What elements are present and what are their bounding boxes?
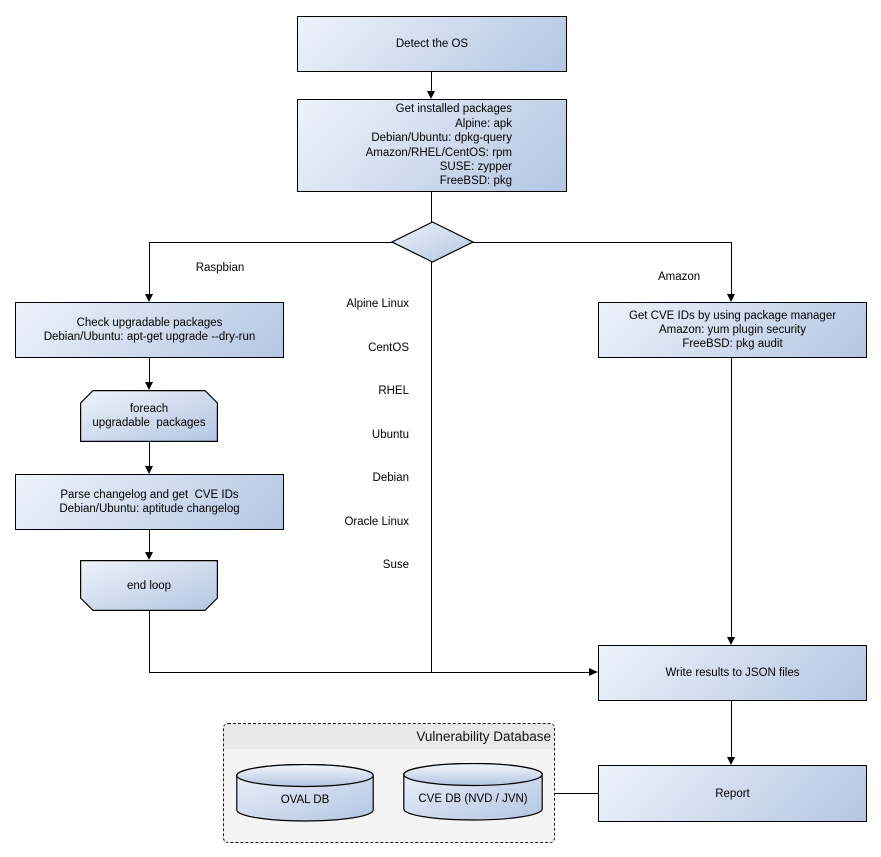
connector-left-down (149, 242, 150, 295)
node-line: FreeBSD: pkg (439, 175, 512, 188)
cylinder-cve-db: CVE DB (NVD / JVN) (403, 763, 543, 821)
connector-getcve-to-write (731, 358, 732, 638)
os-list-item: Debian (372, 472, 409, 484)
node-line: Alpine: apk (455, 117, 512, 130)
cylinder-oval-db-label: OVAL DB (280, 794, 330, 806)
os-list-item: Alpine Linux (346, 298, 409, 310)
arrowhead-into-check-upgradable (145, 294, 153, 302)
node-line: foreach (129, 403, 169, 415)
arrowhead-into-endloop (145, 552, 153, 560)
node-get-cve-ids: Get CVE IDs by using package manager Ama… (598, 302, 867, 358)
branch-label-os-list: Alpine Linux CentOS RHEL Ubuntu Debian O… (309, 268, 409, 602)
node-report-label: Report (715, 787, 750, 800)
arrowhead-into-get-cve-ids (727, 294, 735, 302)
node-detect-os: Detect the OS (297, 16, 567, 72)
node-write-results: Write results to JSON files (598, 645, 867, 701)
node-check-upgradable: Check upgradable packages Debian/Ubuntu:… (15, 302, 284, 358)
os-list-item: CentOS (368, 341, 409, 354)
arrowhead-into-write-results (589, 668, 598, 676)
node-line: upgradable packages (92, 417, 206, 429)
os-list-item: Suse (382, 559, 409, 571)
connector-right-down (731, 242, 732, 295)
cylinder-cve-db-label: CVE DB (NVD / JVN) (418, 793, 528, 805)
connector-installed-to-decision (431, 192, 432, 222)
os-list-item: RHEL (378, 385, 409, 397)
arrowhead-into-parse (145, 466, 153, 474)
branch-label-line: Amazon (658, 271, 701, 283)
node-line: Debian/Ubuntu: aptitude changelog (59, 503, 240, 515)
connector-write-to-report (731, 701, 732, 758)
node-line: Parse changelog and get CVE IDs (60, 489, 239, 501)
node-foreach-label: foreach upgradable packages (80, 390, 218, 442)
node-line: Check upgradable packages (76, 317, 223, 329)
node-parse-changelog: Parse changelog and get CVE IDs Debian/U… (15, 474, 284, 530)
arrowhead-into-installed (427, 91, 435, 99)
node-report: Report (598, 765, 867, 822)
node-line: Get installed packages (395, 103, 512, 116)
connector-decision-middle-down (431, 262, 432, 673)
node-line: SUSE: zypper (439, 160, 512, 173)
connector-parse-to-endloop (149, 530, 150, 553)
os-list-item: Oracle Linux (344, 515, 409, 528)
node-end-loop: end loop (80, 560, 218, 611)
node-line: end loop (126, 579, 172, 592)
connector-db-to-report (554, 793, 598, 794)
vulnerability-database-title: Vulnerability Database (224, 724, 554, 749)
connector-endloop-down (149, 611, 150, 673)
node-line: FreeBSD: pkg audit (682, 338, 783, 350)
node-line: Debian/Ubuntu: dpkg-query (371, 132, 512, 145)
node-detect-os-label: Detect the OS (395, 38, 469, 50)
connector-collector-horizontal (149, 672, 590, 673)
node-line: Get CVE IDs by using package manager (628, 310, 837, 322)
node-line: Debian/Ubuntu: apt-get upgrade --dry-run (43, 331, 256, 343)
connector-decision-left (149, 242, 392, 243)
node-line: Amazon: yum plugin security (658, 324, 806, 336)
node-foreach-loop-start: foreach upgradable packages (80, 390, 218, 442)
decision-diamond (390, 220, 475, 264)
connector-check-to-foreach (149, 358, 150, 383)
node-get-installed-packages: Get installed packages Alpine: apk Debia… (297, 99, 567, 192)
connector-detect-to-installed (431, 71, 432, 92)
connector-foreach-to-parse (149, 442, 150, 467)
os-list-item: Ubuntu (371, 428, 409, 441)
node-write-results-label: Write results to JSON files (665, 667, 800, 679)
branch-label-raspbian: Raspbian (195, 262, 245, 274)
node-end-loop-label: end loop (80, 560, 218, 611)
connector-decision-right (472, 242, 731, 243)
arrowhead-into-report (727, 757, 735, 765)
arrowhead-into-write-results-top (727, 637, 735, 645)
arrowhead-into-foreach (145, 382, 153, 390)
cylinder-oval-db: OVAL DB (236, 764, 374, 822)
node-line: Amazon/RHEL/CentOS: rpm (365, 146, 512, 159)
